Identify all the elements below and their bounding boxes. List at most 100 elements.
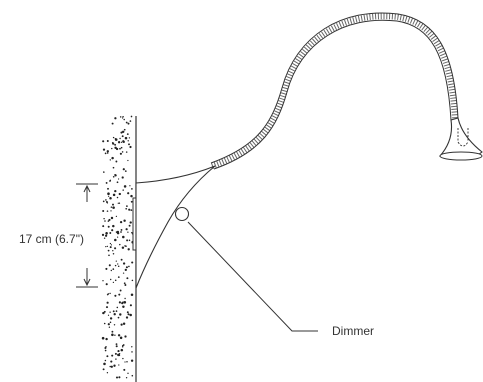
wall-speckle xyxy=(114,146,117,150)
wall-speckle xyxy=(109,365,111,368)
gooseneck-ribbing xyxy=(210,13,458,169)
wall-speckle xyxy=(111,122,114,125)
wall-speckle xyxy=(123,219,126,222)
wall-speckle xyxy=(115,343,118,346)
wall-speckle xyxy=(127,140,129,142)
wall-speckle xyxy=(116,306,119,309)
wall-speckle xyxy=(122,357,124,360)
wall-speckle xyxy=(105,306,109,309)
wall-speckle xyxy=(129,221,132,224)
wall-speckle xyxy=(129,313,132,317)
wall-speckle xyxy=(121,130,125,134)
wall-speckle xyxy=(120,258,123,261)
wall-speckle xyxy=(125,266,128,269)
wall-speckle xyxy=(115,215,118,218)
dimmer-leader-line xyxy=(187,221,318,332)
wall-speckle xyxy=(122,262,126,265)
wall-speckle xyxy=(121,301,124,305)
wall-speckle xyxy=(110,210,112,212)
wall-speckle xyxy=(122,272,125,274)
lamp-head-rim xyxy=(439,151,483,161)
wall-speckle xyxy=(112,203,114,206)
wall-speckle xyxy=(106,150,109,153)
wall-speckle xyxy=(117,334,121,337)
bulb-outline xyxy=(457,128,469,147)
wall-speckle xyxy=(123,118,125,121)
wall-speckle xyxy=(127,231,129,233)
wall-speckle xyxy=(108,264,111,267)
lamp-base xyxy=(135,165,216,289)
wall-speckle xyxy=(111,156,114,160)
wall-speckle xyxy=(104,349,107,352)
wall-speckle xyxy=(115,260,117,262)
wall-speckle xyxy=(112,250,114,252)
wall-speckle xyxy=(114,352,117,355)
wall-speckle xyxy=(116,181,119,184)
wall-speckle xyxy=(128,137,131,139)
wall-speckle xyxy=(101,336,105,340)
wall-speckle xyxy=(127,159,129,162)
wall-speckle xyxy=(104,220,106,222)
wall-speckle xyxy=(122,140,125,144)
wall-speckle xyxy=(112,166,115,169)
wall-speckle xyxy=(115,310,118,312)
wall-speckle xyxy=(107,249,110,252)
wall-speckle xyxy=(104,234,108,237)
wall-speckle xyxy=(124,268,127,272)
wall-speckle xyxy=(127,313,130,316)
wall-speckle xyxy=(129,120,132,122)
wall-speckle xyxy=(131,346,133,348)
wall-speckle xyxy=(123,368,126,371)
wall-speckle xyxy=(126,239,129,242)
wall-speckle xyxy=(117,263,119,265)
wall-speckle xyxy=(130,115,133,118)
wall-speckle xyxy=(109,159,112,161)
gooseneck-arm-inner xyxy=(213,19,452,170)
wall-speckle xyxy=(102,140,105,143)
dimmer-knob xyxy=(174,206,190,222)
wall-speckle xyxy=(102,311,105,315)
wall-speckle xyxy=(116,196,119,199)
wall-speckle xyxy=(122,168,125,171)
wall-speckle xyxy=(110,278,112,281)
wall-speckle xyxy=(107,195,110,197)
wall-speckle xyxy=(124,361,126,363)
wall-speckle xyxy=(119,147,121,150)
wall-speckle xyxy=(117,316,120,319)
wall-speckle xyxy=(127,122,130,125)
wall-speckle xyxy=(111,147,113,150)
wall-speckle xyxy=(125,121,128,124)
gooseneck-arm-outer xyxy=(210,12,459,164)
wall-speckle xyxy=(103,217,105,220)
dimension-arrowhead-up xyxy=(83,184,91,193)
wall-speckle xyxy=(117,353,120,357)
wall-speckle xyxy=(109,196,112,200)
wall-speckle xyxy=(120,146,123,149)
wall-speckle xyxy=(120,228,123,231)
wall-speckle xyxy=(114,294,117,297)
wall-speckle xyxy=(104,359,107,362)
wall-speckle xyxy=(105,200,108,203)
wall-speckle xyxy=(106,245,109,248)
wall-speckle xyxy=(118,301,121,304)
wall-speckle xyxy=(115,160,118,163)
wall-speckle xyxy=(124,170,127,172)
wall-speckle xyxy=(117,265,120,268)
wall-speckle xyxy=(114,174,117,177)
wall-speckle xyxy=(106,210,109,212)
wall-speckle xyxy=(106,152,109,154)
wall-speckle xyxy=(104,346,107,350)
wall-speckle xyxy=(113,324,116,326)
wall-speckle xyxy=(126,360,128,363)
wall-speckle xyxy=(109,311,111,313)
wall-speckle xyxy=(122,189,124,191)
wall-speckle xyxy=(126,311,129,314)
wall-speckle xyxy=(124,297,126,300)
wall-speckle xyxy=(129,304,132,307)
wall-speckle xyxy=(121,176,124,179)
wall-speckle xyxy=(117,141,121,144)
wall-speckle xyxy=(110,365,113,368)
wall-speckle xyxy=(118,364,120,366)
wall-speckle xyxy=(112,268,115,270)
